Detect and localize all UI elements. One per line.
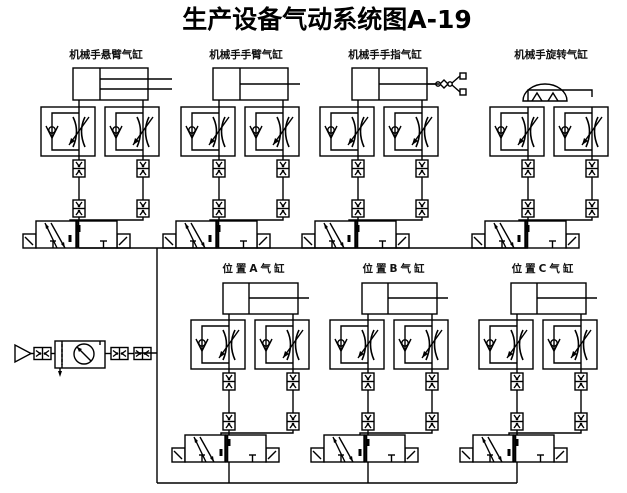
- solenoid-valve: [22, 220, 131, 249]
- solenoid-valve: [162, 220, 271, 249]
- quick-coupler: [361, 412, 375, 431]
- filter-regulator-gauge-icon: [54, 340, 106, 377]
- check-valve-ball-icon: [327, 126, 335, 134]
- flow-control-valve: [244, 106, 300, 157]
- quick-coupler: [425, 372, 439, 391]
- lower-circuits: 位置A气缸 位置B气缸 位置C气缸: [171, 262, 598, 483]
- check-valve-ball-icon: [391, 126, 399, 134]
- flow-control-valve: [478, 319, 534, 370]
- cylinder-label: 机械手手臂气缸: [209, 48, 283, 61]
- circuit-1: 机械手悬臂气缸: [22, 48, 172, 249]
- check-valve-ball-icon: [198, 339, 206, 347]
- air-source-icon: [14, 343, 33, 364]
- cylinder-label: 机械手悬臂气缸: [69, 48, 143, 61]
- quick-coupler: [286, 412, 300, 431]
- check-valve-ball-icon: [188, 126, 196, 134]
- check-valve-ball-icon: [486, 339, 494, 347]
- diagram-title: 生产设备气动系统图A-19: [182, 5, 472, 34]
- quick-coupler: [276, 199, 290, 218]
- circuit-4: 机械手旋转气缸: [471, 48, 609, 249]
- solenoid-valve: [310, 434, 419, 463]
- quick-coupler: [136, 159, 150, 178]
- check-valve-ball-icon: [550, 339, 558, 347]
- cylinder-icon: [510, 282, 597, 315]
- quick-coupler: [110, 346, 129, 361]
- quick-coupler: [212, 199, 226, 218]
- solenoid-valve: [301, 220, 410, 249]
- cylinder-icon: [222, 282, 309, 315]
- main-supply-lines: [79, 247, 528, 484]
- position-circuit-3: 位置C气缸: [459, 262, 598, 483]
- check-valve-ball-icon: [401, 339, 409, 347]
- check-valve-ball-icon: [252, 126, 260, 134]
- rotary-actuator-icon: [522, 83, 593, 102]
- position-circuit-1: 位置A气缸: [171, 262, 310, 483]
- pressure-gauge-icon: [73, 343, 95, 365]
- flow-control-valve: [329, 319, 385, 370]
- solenoid-valve: [471, 220, 580, 249]
- cylinder-label: 位置A气缸: [222, 262, 287, 275]
- quick-coupler: [286, 372, 300, 391]
- circuit-3: 机械手手指气缸: [301, 48, 467, 249]
- flow-control-valve: [393, 319, 449, 370]
- check-valve-ball-icon: [48, 126, 56, 134]
- quick-coupler: [212, 159, 226, 178]
- quick-coupler: [33, 346, 52, 361]
- flow-control-valve: [489, 106, 545, 157]
- quick-coupler: [521, 199, 535, 218]
- quick-coupler: [351, 159, 365, 178]
- cylinder-label: 机械手旋转气缸: [514, 48, 588, 61]
- cylinder-icon: [351, 67, 467, 101]
- flow-control-valve: [180, 106, 236, 157]
- quick-coupler: [510, 412, 524, 431]
- flow-control-valve: [383, 106, 439, 157]
- quick-coupler: [351, 199, 365, 218]
- check-valve-ball-icon: [561, 126, 569, 134]
- air-supply-unit: [14, 340, 152, 377]
- cylinder-label: 位置C气缸: [512, 262, 577, 275]
- gripper-icon: [427, 72, 467, 96]
- quick-coupler: [72, 159, 86, 178]
- quick-coupler: [574, 372, 588, 391]
- quick-coupler: [72, 199, 86, 218]
- quick-coupler: [415, 199, 429, 218]
- quick-coupler: [585, 199, 599, 218]
- quick-coupler: [574, 412, 588, 431]
- quick-coupler: [521, 159, 535, 178]
- check-valve-ball-icon: [112, 126, 120, 134]
- circuit-2: 机械手手臂气缸: [162, 48, 300, 249]
- cylinder-label: 机械手手指气缸: [348, 48, 422, 61]
- quick-coupler: [415, 159, 429, 178]
- upper-circuits: 机械手悬臂气缸 机械手手臂气缸 机械手手指气缸 机械手旋转气缸: [22, 48, 609, 249]
- check-valve-ball-icon: [497, 126, 505, 134]
- solenoid-valve: [171, 434, 280, 463]
- solenoid-valve: [459, 434, 568, 463]
- quick-coupler: [136, 199, 150, 218]
- quick-coupler: [425, 412, 439, 431]
- quick-coupler: [222, 372, 236, 391]
- cylinder-icon: [72, 67, 172, 101]
- quick-coupler: [585, 159, 599, 178]
- position-circuit-2: 位置B气缸: [310, 262, 449, 483]
- flow-control-valve: [104, 106, 160, 157]
- flow-control-valve: [254, 319, 310, 370]
- cylinder-label: 位置B气缸: [362, 262, 427, 275]
- cylinder-icon: [212, 67, 300, 101]
- check-valve-ball-icon: [262, 339, 270, 347]
- flow-control-valve: [40, 106, 96, 157]
- flow-control-valve: [190, 319, 246, 370]
- quick-coupler: [222, 412, 236, 431]
- quick-coupler: [510, 372, 524, 391]
- quick-coupler: [361, 372, 375, 391]
- flow-control-valve: [553, 106, 609, 157]
- flow-control-valve: [319, 106, 375, 157]
- cylinder-icon: [361, 282, 448, 315]
- check-valve-ball-icon: [337, 339, 345, 347]
- quick-coupler: [276, 159, 290, 178]
- flow-control-valve: [542, 319, 598, 370]
